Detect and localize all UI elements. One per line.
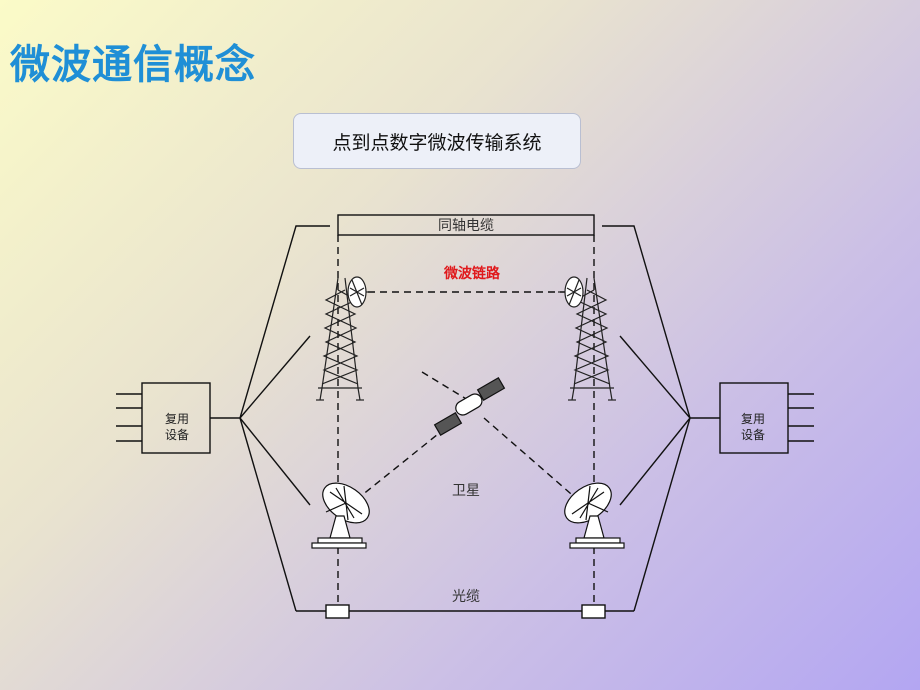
mux-right-label-1: 复用: [741, 412, 765, 426]
dish-icon: [311, 482, 370, 549]
satellite-label: 卫星: [452, 483, 480, 499]
satellite-uplink-right: [483, 417, 579, 501]
mux-left-label-1: 复用: [165, 412, 189, 426]
subtitle-box: 点到点数字微波传输系统: [293, 113, 581, 169]
left-bracket-lines: [239, 225, 330, 612]
microwave-link-label: 微波链路: [443, 265, 501, 282]
fiber-connector-left: [325, 604, 350, 619]
fiber-connector-right: [581, 604, 606, 619]
dish-icon: [564, 482, 625, 549]
tower-icon: [316, 276, 374, 401]
coax-label: 同轴电缆: [438, 218, 494, 234]
right-bracket-lines: [602, 225, 691, 612]
fiber-label: 光缆: [452, 589, 480, 605]
page-title: 微波通信概念: [10, 42, 256, 88]
subtitle-text: 点到点数字微波传输系统: [332, 131, 542, 154]
mux-right-label-2: 设备: [741, 428, 765, 442]
mux-right-box: [719, 382, 789, 454]
coax-cable: [337, 214, 595, 236]
mux-left-box: [141, 382, 211, 454]
satellite-icon: [433, 376, 506, 437]
mux-left-label-2: 设备: [165, 428, 189, 442]
tower-icon: [558, 276, 616, 401]
